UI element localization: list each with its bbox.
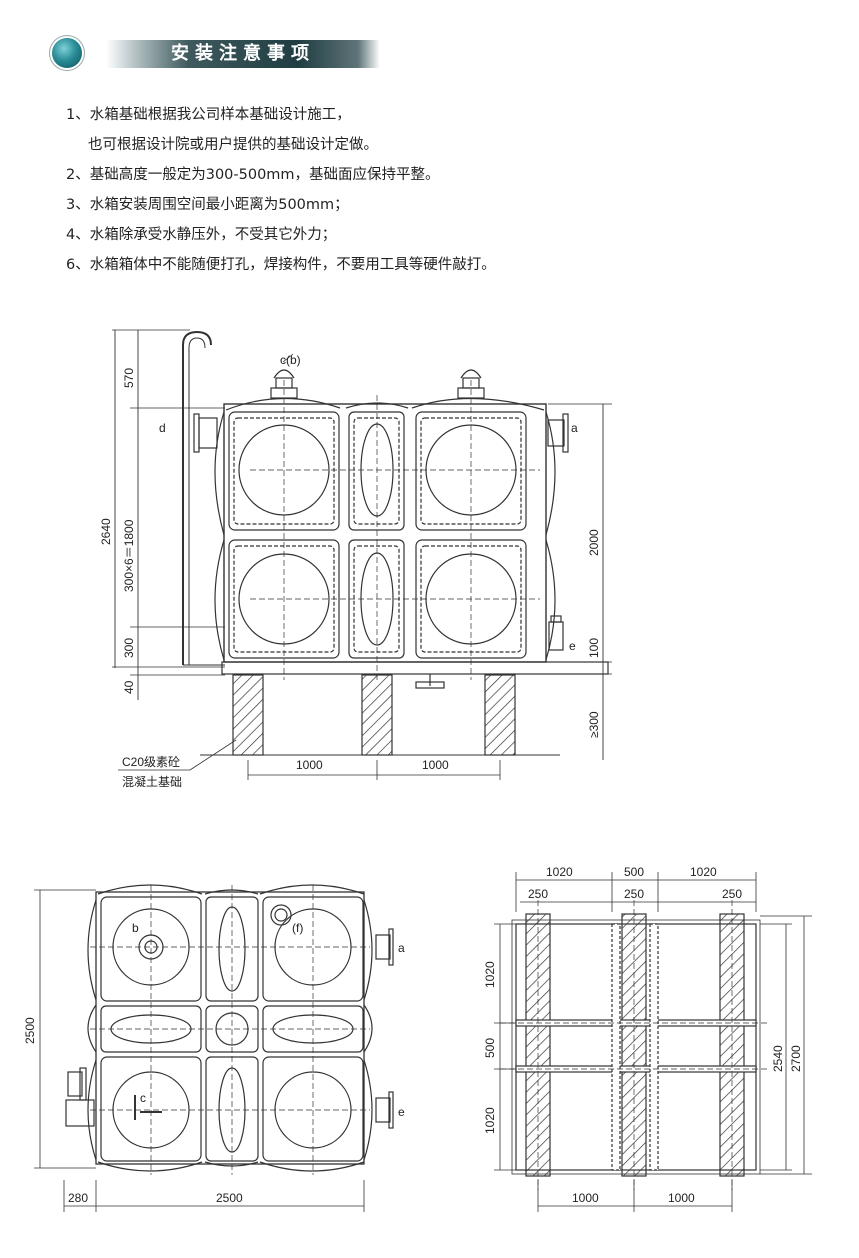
plan-view	[34, 884, 394, 1212]
fp-left-500: 500	[483, 1038, 497, 1058]
plan-dim-280: 280	[68, 1191, 88, 1205]
note-item: 2、基础高度一般定为300-500mm，基础面应保持平整。	[66, 167, 440, 183]
dim-40: 40	[122, 680, 136, 694]
dim-2640: 2640	[99, 518, 113, 545]
plan-labels: b c (f) a e 2500 280 2500	[23, 921, 405, 1205]
fp-top-500: 500	[624, 865, 644, 879]
fp-left-1020-a: 1020	[483, 961, 497, 988]
dim-1000-b: 1000	[422, 758, 449, 772]
note-item: 3、水箱安装周围空间最小距离为500mm；	[66, 197, 349, 213]
plan-dim-2500-horizontal: 2500	[216, 1191, 243, 1205]
foundation-label-1: C20级素砼	[122, 755, 180, 769]
foundation-plan	[494, 872, 812, 1212]
label-cb: c(b)	[280, 353, 301, 367]
dim-570: 570	[122, 368, 136, 388]
note-item: 也可根据设计院或用户提供的基础设计定做。	[88, 137, 378, 153]
dim-300: 300	[122, 638, 136, 658]
label-a: a	[571, 421, 578, 435]
fp-bottom-1000-b: 1000	[668, 1191, 695, 1205]
installation-notes: 1、水箱基础根据我公司样本基础设计施工， 也可根据设计院或用户提供的基础设计定做…	[66, 100, 826, 280]
title-bar	[106, 40, 380, 68]
label-d: d	[159, 421, 166, 435]
plan-label-a: a	[398, 941, 405, 955]
fp-width-250-b: 250	[624, 887, 644, 901]
elevation-view	[112, 329, 612, 780]
fp-left-1020-b: 1020	[483, 1107, 497, 1134]
dim-2000: 2000	[587, 529, 601, 556]
fp-top-1020-b: 1020	[690, 865, 717, 879]
fp-right-2700: 2700	[789, 1045, 803, 1072]
plan-label-b: b	[132, 921, 139, 935]
plan-label-f: (f)	[292, 921, 303, 935]
bullet-icon	[52, 38, 82, 68]
dim-300-min: ≥300	[587, 711, 601, 738]
fp-width-250-a: 250	[528, 887, 548, 901]
fp-top-1020-a: 1020	[546, 865, 573, 879]
plan-label-e: e	[398, 1105, 405, 1119]
plan-label-c: c	[140, 1091, 146, 1105]
fp-width-250-c: 250	[722, 887, 742, 901]
foundation-plan-labels: 1020 500 1020 250 250 250 1020 500 1020 …	[483, 865, 803, 1205]
note-item: 1、水箱基础根据我公司样本基础设计施工，	[66, 107, 351, 123]
dim-300x6: 300×6＝1800	[122, 519, 136, 592]
page-title: 安装注意事项	[171, 43, 315, 64]
fp-bottom-1000-a: 1000	[572, 1191, 599, 1205]
label-e: e	[569, 639, 576, 653]
fp-right-2540: 2540	[771, 1045, 785, 1072]
elevation-labels: c(b) d a e 570 2640 300×6＝1800 300 40 20…	[99, 353, 601, 789]
dim-1000-a: 1000	[296, 758, 323, 772]
section-header: 安装注意事项	[48, 36, 388, 76]
dim-100: 100	[587, 638, 601, 658]
note-item: 6、水箱箱体中不能随便打孔，焊接构件，不要用工具等硬件敲打。	[66, 257, 496, 273]
plan-dim-2500-vertical: 2500	[23, 1017, 37, 1044]
foundation-label-2: 混凝土基础	[122, 774, 182, 789]
note-item: 4、水箱除承受水静压外，不受其它外力；	[66, 227, 337, 243]
